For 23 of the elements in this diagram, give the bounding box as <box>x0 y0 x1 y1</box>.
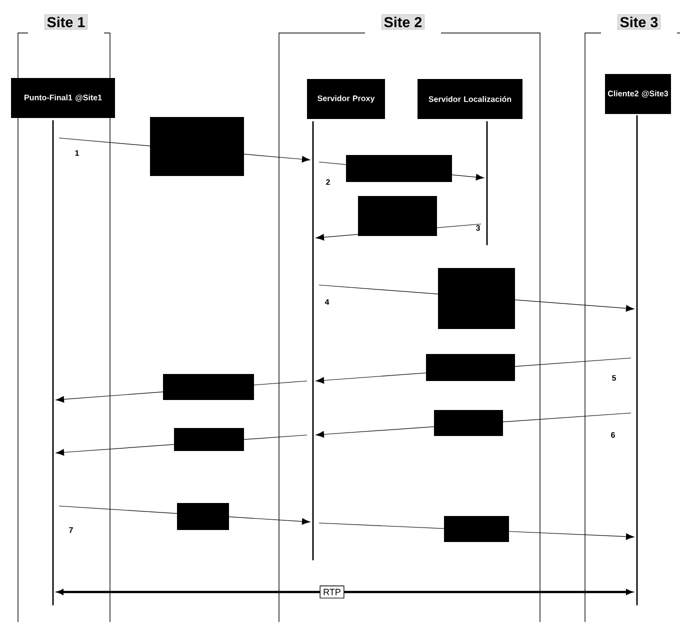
arrow <box>316 410 632 438</box>
edge-label: RTP <box>320 586 344 598</box>
arrow <box>56 428 308 456</box>
actor-box: Servidor Localización <box>418 79 522 119</box>
arrow <box>316 354 632 384</box>
arrow <box>56 374 308 403</box>
step-number: 1 <box>75 150 79 156</box>
arrow <box>318 268 634 329</box>
arrow <box>316 196 482 241</box>
step-number: 4 <box>324 299 330 305</box>
step-number: 5 <box>612 375 616 381</box>
actor-box: Servidor Proxy <box>307 79 385 119</box>
step-number: 7 <box>69 527 73 533</box>
arrow <box>58 503 310 530</box>
arrow <box>58 117 310 176</box>
actor-box: Punto-Final1 @Site1 <box>11 78 115 118</box>
arrow <box>318 516 634 542</box>
step-number: 3 <box>476 225 480 231</box>
actor-box: Cliente2 @Site3 <box>605 74 671 114</box>
step-number: 2 <box>326 179 330 185</box>
arrow <box>57 589 632 595</box>
step-number: 6 <box>611 432 615 438</box>
arrow <box>318 155 484 182</box>
